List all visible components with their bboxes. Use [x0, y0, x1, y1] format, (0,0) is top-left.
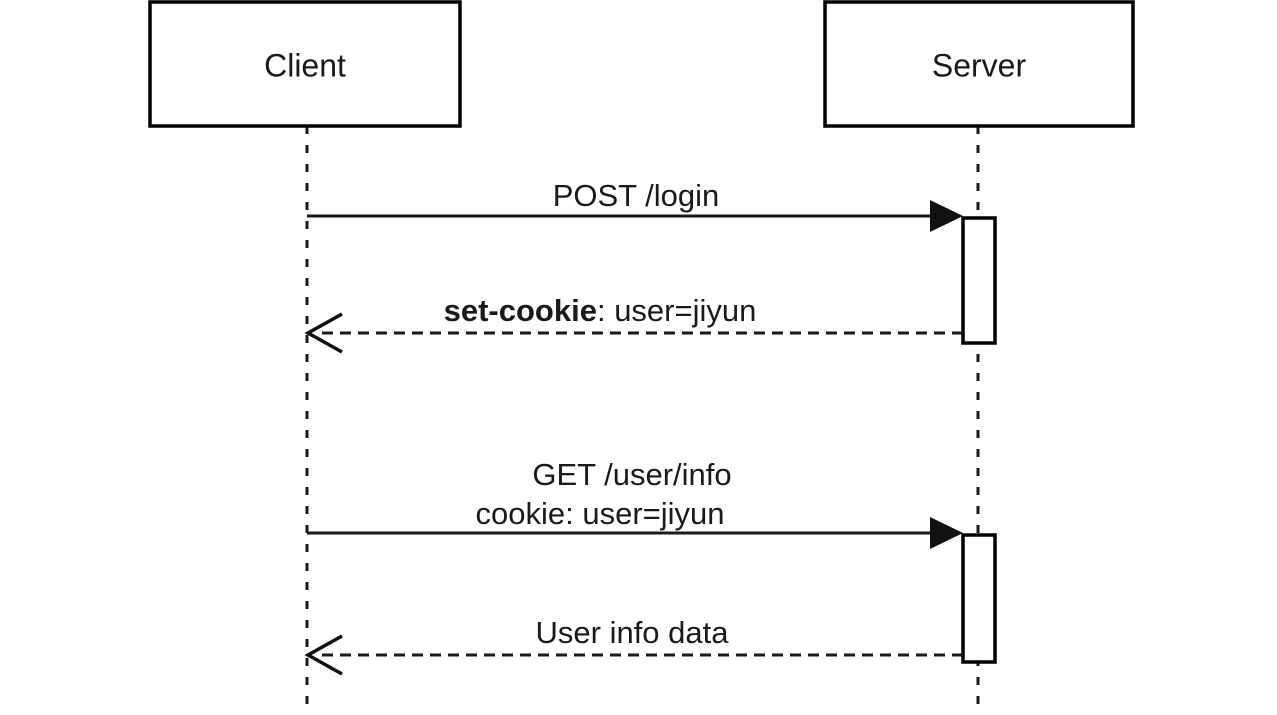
- activation-box-server-1: [961, 216, 997, 345]
- message-user-info-data[interactable]: User info data: [304, 615, 963, 676]
- message-get-user-info[interactable]: GET /user/info cookie: user=jiyun: [307, 457, 963, 549]
- participant-server[interactable]: Server: [823, 0, 1135, 128]
- message-label-post-login: POST /login: [553, 178, 720, 213]
- arrowhead-filled-icon: [930, 200, 963, 232]
- arrowhead-filled-icon: [930, 517, 963, 549]
- message-label-segment: : user=jiyun: [597, 293, 756, 328]
- message-label-segment: POST /login: [553, 178, 720, 213]
- message-set-cookie[interactable]: set-cookie: user=jiyun: [304, 293, 963, 354]
- arrowhead-open-icon: [304, 312, 343, 354]
- message-post-login[interactable]: POST /login: [307, 178, 963, 232]
- message-label-segment-bold: set-cookie: [444, 293, 597, 328]
- activation-box-server-2: [961, 533, 997, 664]
- participant-label-server: Server: [932, 47, 1027, 83]
- participant-box-server[interactable]: [823, 0, 1135, 128]
- message-label-segment: cookie: user=jiyun: [476, 496, 725, 531]
- message-label-set-cookie: set-cookie: user=jiyun: [444, 293, 757, 328]
- message-label-get-user-info-line1: GET /user/info: [532, 457, 731, 492]
- message-label-segment: User info data: [536, 615, 730, 650]
- participant-client[interactable]: Client: [148, 0, 462, 128]
- participant-label-client: Client: [264, 47, 346, 83]
- message-label-segment: GET /user/info: [532, 457, 731, 492]
- message-label-get-user-info-line2: cookie: user=jiyun: [476, 496, 725, 531]
- message-label-user-info-data: User info data: [536, 615, 730, 650]
- arrowhead-open-icon: [304, 634, 343, 676]
- participant-box-client[interactable]: [148, 0, 462, 128]
